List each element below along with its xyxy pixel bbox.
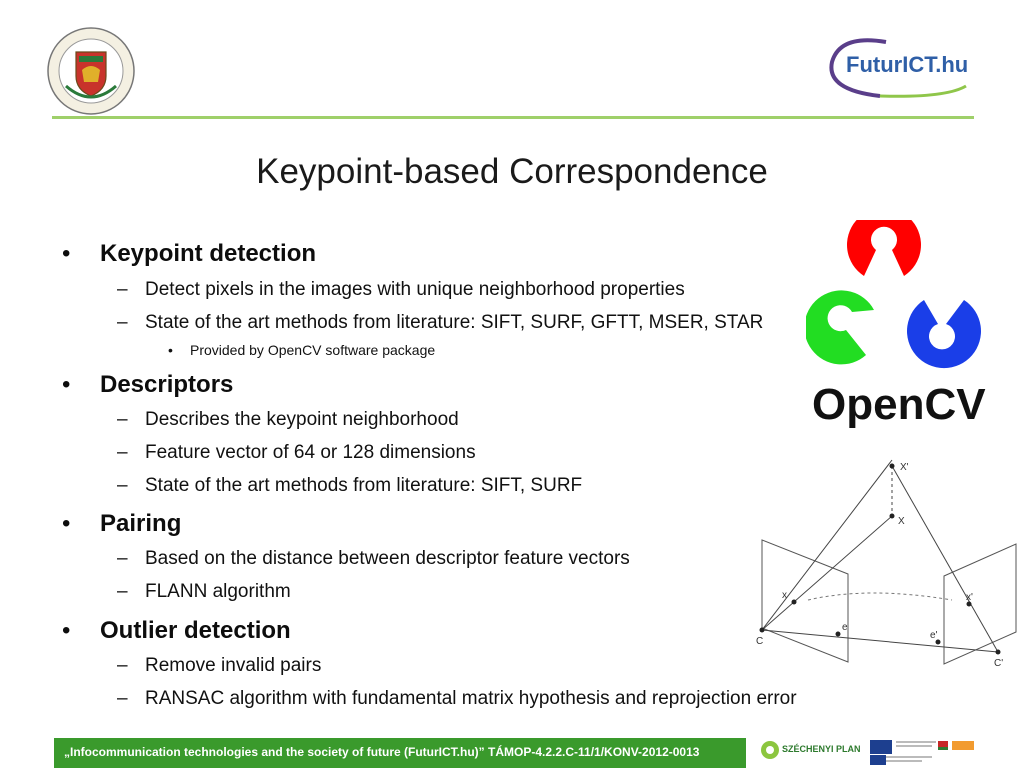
sub-bullet-label: State of the art methods from literature… <box>145 475 583 496</box>
header-divider <box>52 116 974 119</box>
label-C-prime: C' <box>994 658 1003 669</box>
label-X-prime: X' <box>900 462 909 473</box>
szechenyi-plan-logo: SZÉCHENYI PLAN <box>760 738 861 764</box>
futurict-logo: FuturICT.hu <box>826 36 976 98</box>
slide-title: Keypoint-based Correspondence <box>256 152 768 191</box>
dash-mark: – <box>117 688 128 709</box>
epipolar-geometry-diagram: X' X x x' e e' C C' <box>748 452 1020 672</box>
dash-mark: – <box>117 409 128 430</box>
bullet-label: Descriptors <box>100 371 234 398</box>
label-X: X <box>898 516 905 527</box>
label-x: x <box>782 590 787 601</box>
bullet-mark: • <box>62 371 71 398</box>
bullet-label: Pairing <box>100 510 182 537</box>
opencv-wordmark: OpenCV <box>812 380 986 429</box>
dash-mark: – <box>117 548 128 569</box>
bullet-label: Outlier detection <box>100 617 291 644</box>
eu-funding-logos <box>868 738 978 766</box>
label-e-prime: e' <box>930 630 938 641</box>
sub-bullet-label: Based on the distance between descriptor… <box>145 548 630 569</box>
sub-bullet-label: Remove invalid pairs <box>145 655 322 676</box>
university-seal-logo <box>46 26 136 116</box>
dash-mark: – <box>117 279 128 300</box>
brand-text: FuturICT.hu <box>846 52 969 77</box>
szechenyi-plan-text: SZÉCHENYI PLAN <box>782 744 861 754</box>
sub-bullet-label: Detect pixels in the images with unique … <box>145 279 685 300</box>
footer-bar: „Infocommunication technologies and the … <box>54 738 746 768</box>
dash-mark: – <box>117 312 128 333</box>
dash-mark: – <box>117 581 128 602</box>
dash-mark: – <box>117 655 128 676</box>
label-C: C <box>756 636 763 647</box>
bullet-mark: • <box>168 342 173 358</box>
sub-bullet-label: Describes the keypoint neighborhood <box>145 409 459 430</box>
sub-sub-bullet-label: Provided by OpenCV software package <box>190 342 436 358</box>
footer-text: „Infocommunication technologies and the … <box>64 745 700 759</box>
bullet-mark: • <box>62 240 71 267</box>
label-e: e <box>842 622 848 633</box>
label-x-prime: x' <box>966 592 973 603</box>
sub-bullet-label: RANSAC algorithm with fundamental matrix… <box>145 688 797 709</box>
dash-mark: – <box>117 442 128 463</box>
bullet-label: Keypoint detection <box>100 240 317 267</box>
sub-bullet-label: Feature vector of 64 or 128 dimensions <box>145 442 476 463</box>
bullet-mark: • <box>62 617 71 644</box>
sub-bullet-label: State of the art methods from literature… <box>145 312 764 333</box>
opencv-logo: OpenCV <box>804 207 986 435</box>
dash-mark: – <box>117 475 128 496</box>
bullet-mark: • <box>62 510 71 537</box>
sub-bullet-label: FLANN algorithm <box>145 581 291 602</box>
